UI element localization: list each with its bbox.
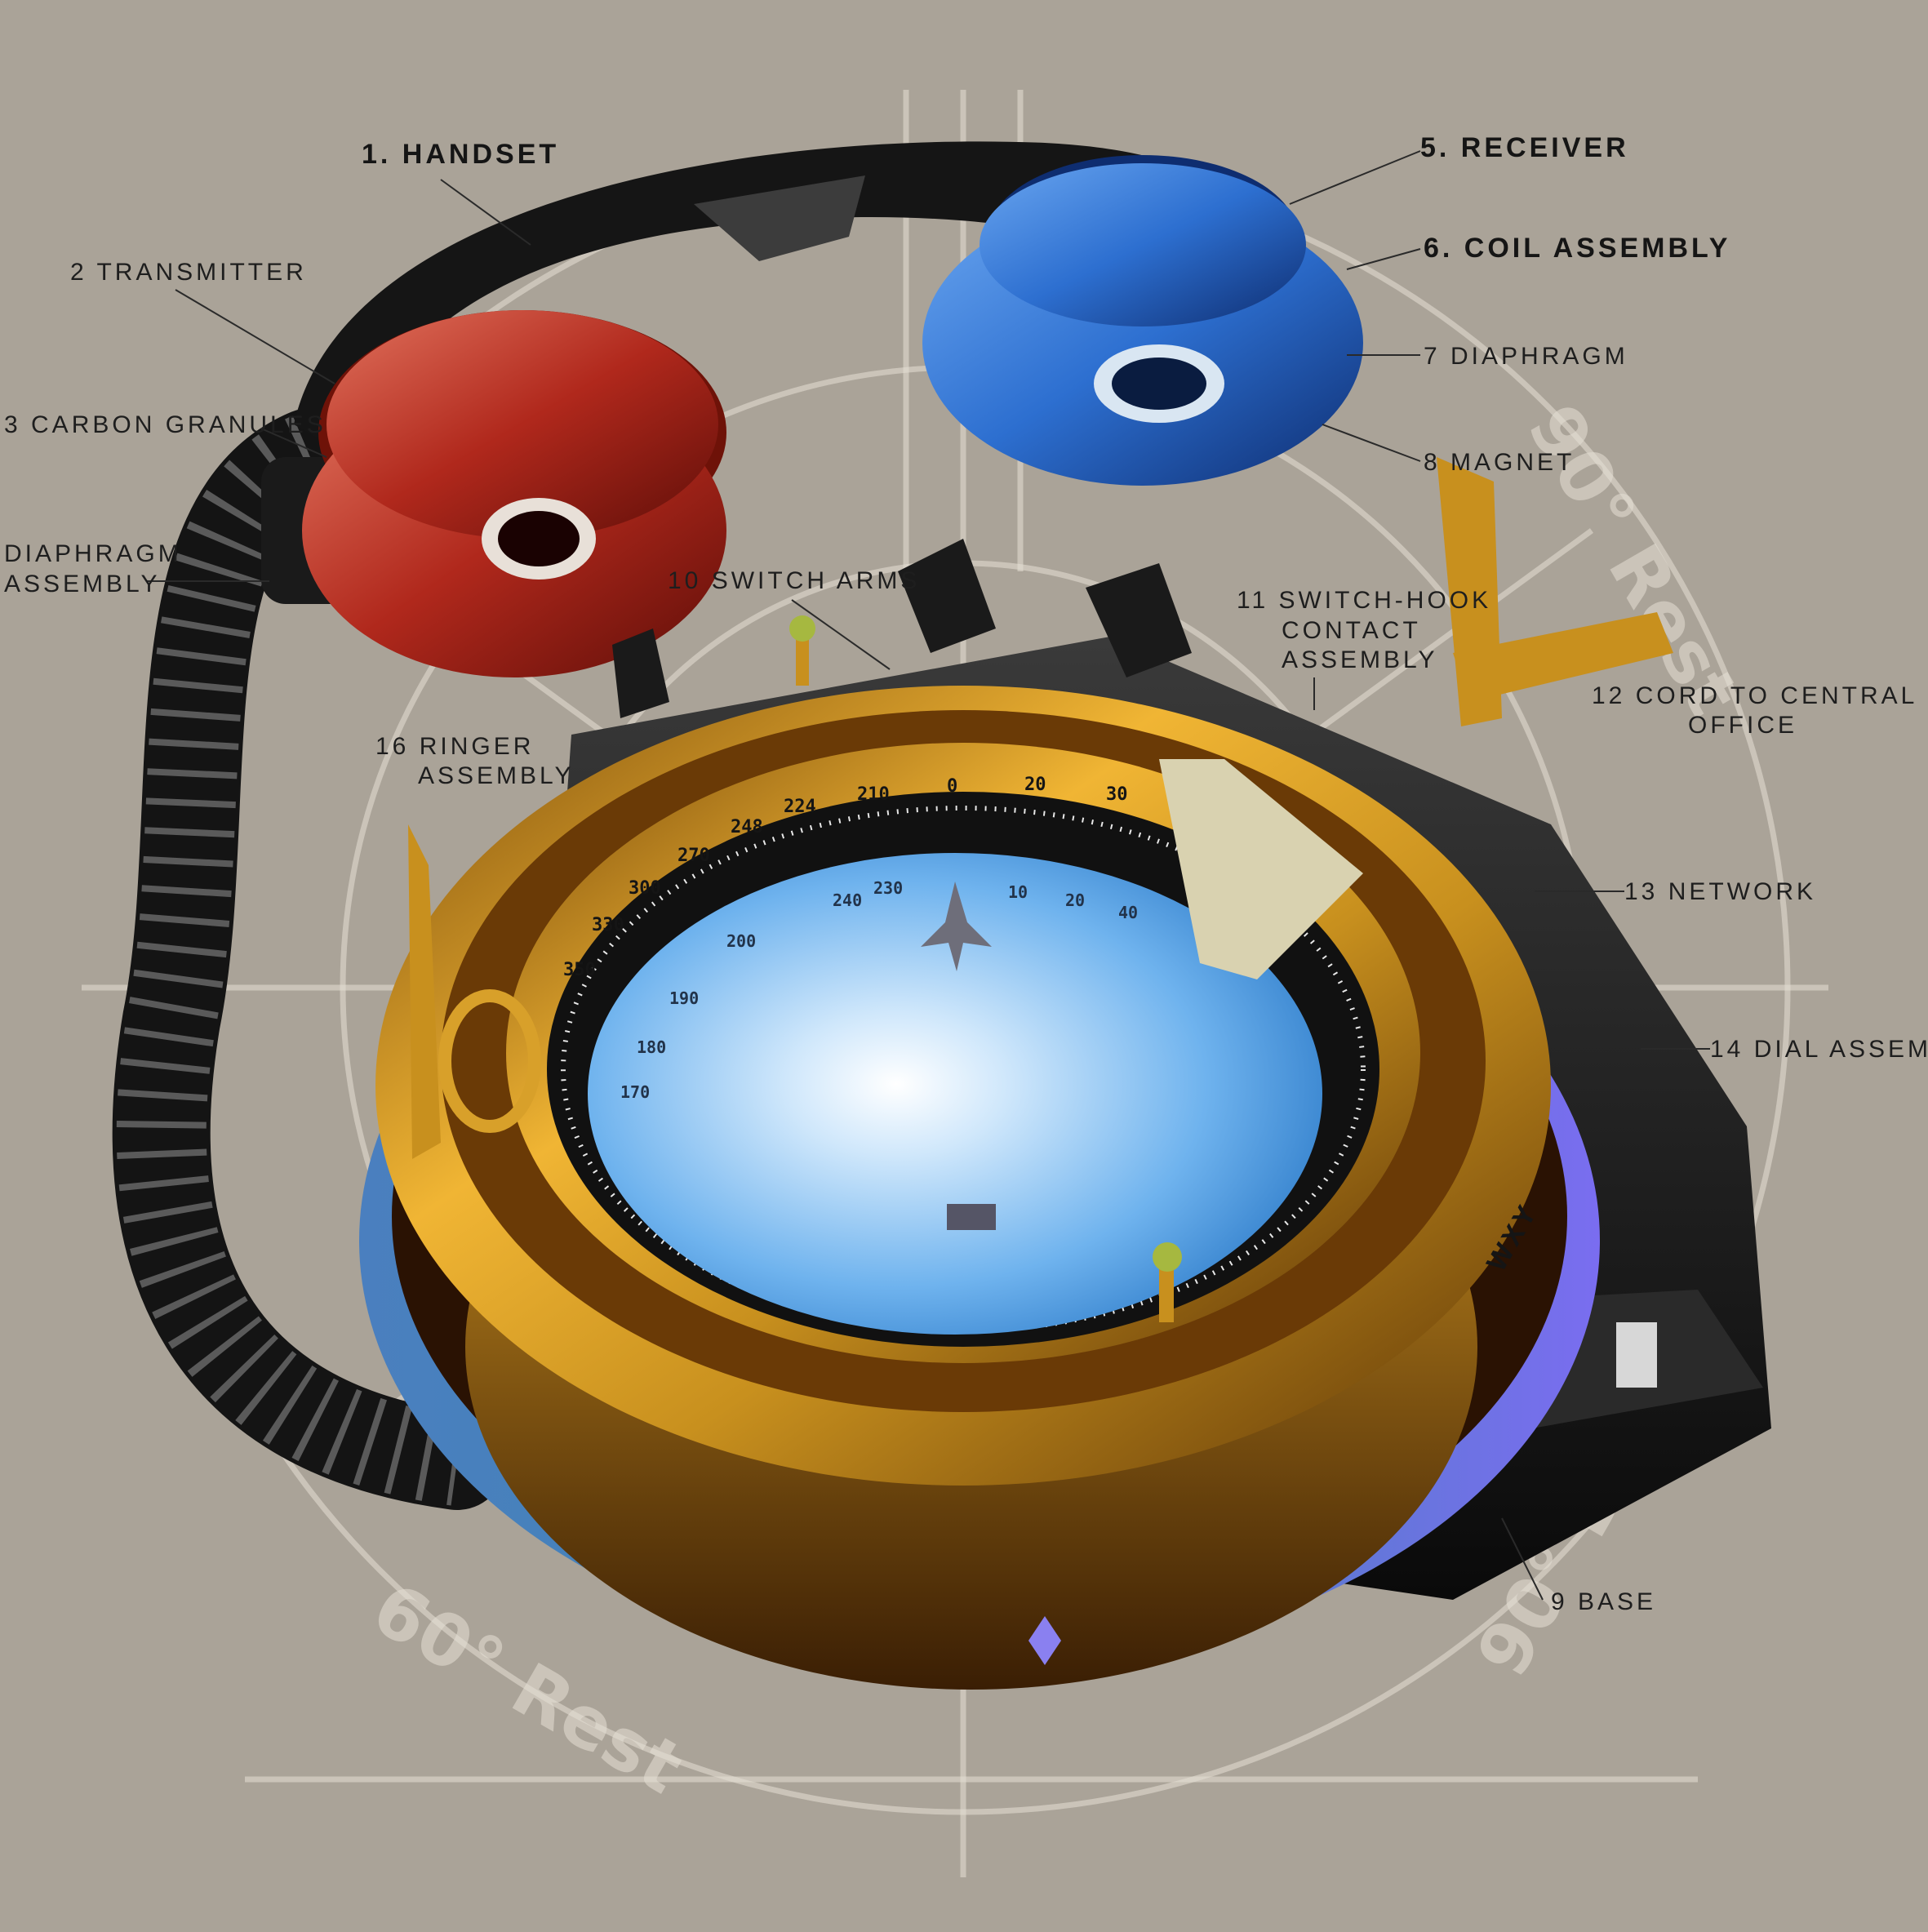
scale-label-248: 248: [731, 817, 763, 837]
label-switch-hook-1: 11 SWITCH-HOOK: [1237, 587, 1491, 614]
transmitter-cap: [302, 310, 726, 677]
compass-maker-mark-icon: [947, 1204, 996, 1230]
label-base: 9 BASE: [1551, 1588, 1656, 1615]
scale-label-20: 20: [1024, 775, 1046, 795]
compass-glass: 10 20 40 240 230 200 190 180 170: [588, 853, 1322, 1335]
compass-outer-scale: 0 20 30 210 224 248 270 300 330 350: [561, 775, 1366, 1333]
inner-scale-180: 180: [637, 1037, 666, 1057]
leader-lines: [147, 150, 1710, 1601]
inner-scale-190: 190: [669, 988, 699, 1008]
callout-labels: 1. HANDSET 2 TRANSMITTER 3 CARBON GRANUL…: [4, 132, 1928, 1615]
inner-scale-240: 240: [833, 890, 862, 910]
fleur-de-lis-icon: [921, 882, 992, 971]
label-cord-1: 12 CORD TO CENTRAL: [1592, 682, 1917, 709]
inner-scale-200: 200: [726, 931, 756, 951]
scale-label-210: 210: [857, 784, 890, 805]
scale-label-0: 0: [947, 776, 957, 797]
label-transmitter: 2 TRANSMITTER: [70, 259, 307, 286]
label-ringer-2: ASSEMBLY: [418, 762, 575, 789]
label-dial-assembly: 14 DIAL ASSEMBLY: [1710, 1036, 1928, 1063]
inner-scale-20: 20: [1065, 890, 1085, 910]
inner-scale-10: 10: [1008, 882, 1028, 902]
inner-scale-40: 40: [1118, 903, 1138, 922]
label-cord-2: OFFICE: [1688, 712, 1797, 739]
label-switch-hook-2: CONTACT: [1282, 617, 1421, 644]
inner-scale-170: 170: [620, 1082, 650, 1102]
scale-label-300: 300: [629, 878, 661, 899]
diamond-marker-icon: [1028, 1616, 1061, 1665]
label-switch-hook-3: ASSEMBLY: [1282, 646, 1438, 673]
label-magnet: 8 MAGNET: [1424, 449, 1575, 476]
scale-label-224: 224: [784, 797, 816, 817]
switch-hook: [612, 457, 1673, 726]
label-switch-arms: 10 SWITCH ARMS: [668, 567, 920, 594]
label-carbon-granules: 3 CARBON GRANULES: [4, 411, 327, 438]
label-handset: 1. HANDSET: [362, 139, 559, 170]
label-receiver: 5. RECEIVER: [1420, 132, 1629, 163]
receiver-cap: [922, 155, 1363, 486]
scale-label-270: 270: [677, 846, 710, 866]
label-diaphragm-assembly-1: DIAPHRAGM: [4, 540, 182, 567]
scale-label-30: 30: [1106, 784, 1128, 805]
scale-label-330: 330: [592, 915, 624, 935]
label-coil-assembly: 6. COIL ASSEMBLY: [1424, 233, 1730, 264]
label-diaphragm-assembly-2: ASSEMBLY: [4, 571, 161, 597]
label-diaphragm: 7 DIAPHRAGM: [1424, 343, 1628, 370]
inner-scale-230: 230: [873, 878, 903, 898]
label-network: 13 NETWORK: [1624, 878, 1816, 905]
scale-label-350: 350: [563, 960, 596, 980]
label-ringer-1: 16 RINGER: [375, 733, 534, 760]
compass-hardware: WXY: [408, 615, 1544, 1665]
